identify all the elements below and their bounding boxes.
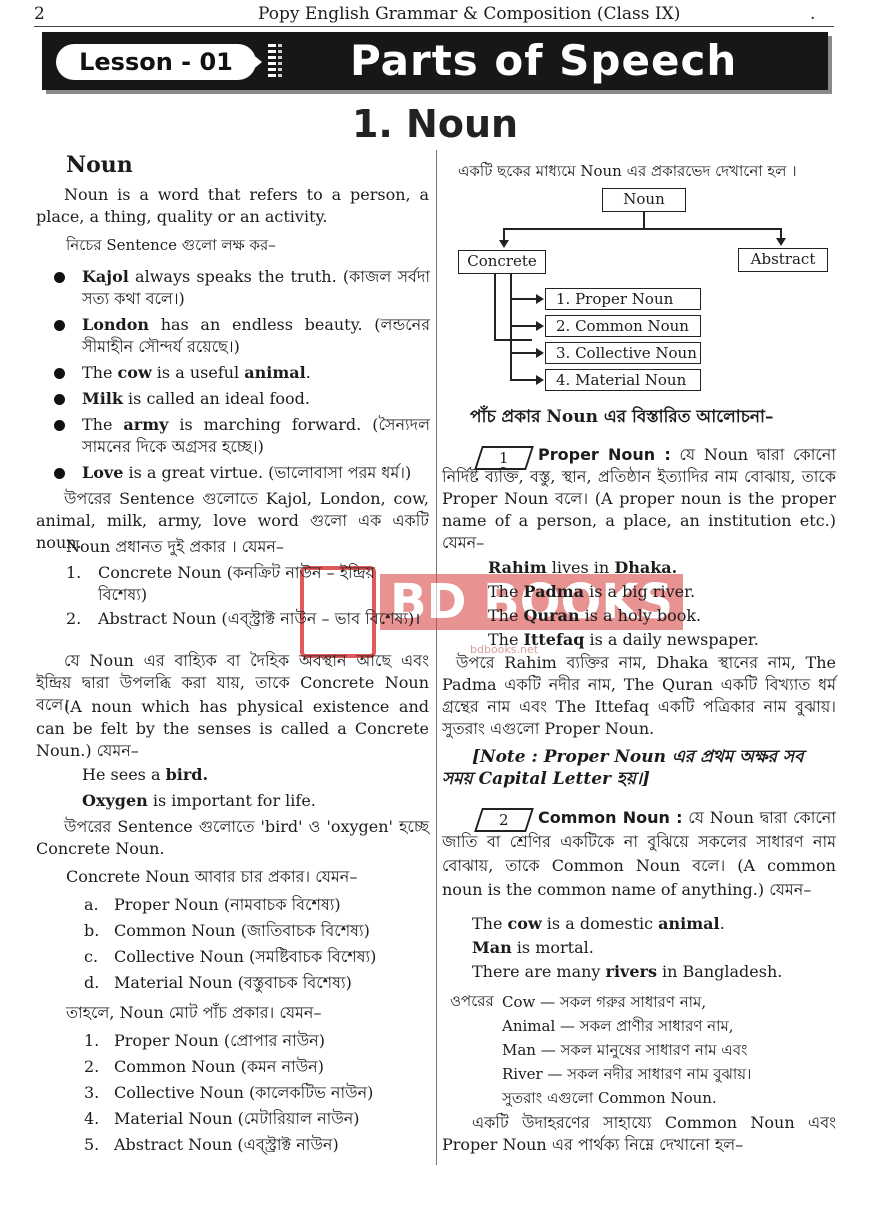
example-2: Oxygen is important for life. (82, 791, 316, 810)
list-item: 5.Abstract Noun (এব্স্ট্রাক্ট নাউন) (84, 1135, 339, 1154)
list-item: 2.Common Noun (কমন নাউন) (84, 1057, 324, 1076)
watermark-url: bdbooks.net (470, 643, 539, 656)
list-item: The cow is a useful animal. (54, 362, 430, 384)
example-line: There are many rivers in Bangladesh. (472, 962, 783, 981)
list-item: c.Collective Noun (সমষ্টিবাচক বিশেষ্য) (84, 947, 377, 966)
tree-root: Noun (602, 188, 686, 212)
meaning-line: River — সকল নদীর সাধারণ নাম বুঝায়। (502, 1065, 752, 1083)
example-line: Rahim lives in Dhaka. (488, 558, 678, 577)
arrow-down-icon (499, 240, 509, 248)
tree-leaf: 1. Proper Noun (545, 288, 701, 310)
arrow-right-icon (536, 375, 544, 385)
list-item: The army is marching forward. (সৈন্যদল স… (54, 415, 430, 456)
list-item: a.Proper Noun (নামবাচক বিশেষ্য) (84, 895, 341, 914)
proper-noun-title: Proper Noun : (538, 445, 671, 464)
proper-noun-definition: Proper Noun : যে Noun দ্বারা কোনো নির্দি… (442, 445, 836, 552)
types-list: 1.Concrete Noun (কনক্রিট নাউন – ইন্দ্রিয… (66, 562, 429, 630)
list-item: 2.Abstract Noun (এব্স্ট্রাক্ট নাউন – ভাব… (66, 609, 421, 628)
concrete-definition-en: (A noun which has physical existence and… (36, 697, 429, 760)
all-types-list: 1.Proper Noun (প্রোপার নাউন) 2.Common No… (84, 1030, 429, 1156)
meaning-line: Man — সকল মানুষের সাধারণ নাম এবং (502, 1041, 748, 1059)
proper-examples: Rahim lives in Dhaka. The Padma is a big… (488, 556, 836, 652)
example-line: Man is mortal. (472, 938, 594, 957)
list-item: 4.Material Noun (মেটারিয়াল নাউন) (84, 1109, 360, 1128)
page-number: 2 (34, 4, 45, 24)
tree-line (503, 228, 505, 242)
tree-line (511, 325, 537, 327)
column-divider (436, 150, 437, 1165)
list-item: b.Common Noun (জাতিবাচক বিশেষ্য) (84, 921, 370, 940)
list-item: Kajol always speaks the truth. (কাজল সর্… (54, 267, 430, 308)
tree-line (511, 352, 537, 354)
header-rule (34, 26, 834, 27)
section-heading: Noun (66, 152, 133, 178)
common-closing: একটি উদাহরণের সাহায্যে Common Noun এবং P… (442, 1113, 836, 1154)
list-item: Milk is called an ideal food. (54, 388, 430, 410)
watermark: BD BOOKS (380, 574, 684, 630)
example-line: The Ittefaq is a daily newspaper. (488, 630, 759, 649)
dotted-separator-2 (278, 44, 282, 80)
tree-concrete: Concrete (458, 250, 546, 274)
common-examples: The cow is a domestic animal. Man is mor… (472, 912, 836, 984)
meaning-line: সুতরাং এগুলো Common Noun. (502, 1089, 717, 1107)
common-noun-definition: Common Noun : যে Noun দ্বারা কোনো জাতি ব… (442, 808, 836, 899)
example-line: The cow is a domestic animal. (472, 914, 725, 933)
proper-note: [Note : Proper Noun এর প্রথম অক্ষর সব সম… (442, 747, 804, 789)
meaning-line: Cow — সকল গরুর সাধারণ নাম, (502, 993, 707, 1011)
example-summary: উপরের Sentence গুলোতে 'bird' ও 'oxygen' … (36, 817, 429, 858)
two-types-intro: Noun প্রধানত দুই প্রকার । যেমন– (66, 537, 284, 556)
five-types-intro: তাহলে, Noun মোট পাঁচ প্রকার। যেমন– (66, 1003, 322, 1022)
tree-line (511, 298, 537, 300)
arrow-right-icon (536, 294, 544, 304)
list-item: d.Material Noun (বস্তুবাচক বিশেষ্য) (84, 973, 352, 992)
tree-line (510, 273, 512, 381)
observe-text: নিচের Sentence গুলো লক্ষ কর– (66, 236, 276, 254)
proper-summary: উপরে Rahim ব্যক্তির নাম, Dhaka স্থানের ন… (442, 653, 836, 738)
concrete-types-list: a.Proper Noun (নামবাচক বিশেষ্য) b.Common… (84, 894, 429, 994)
discussion-heading: পাঁচ প্রকার Noun এর বিস্তারিত আলোচনা– (470, 407, 774, 427)
lesson-title: Parts of Speech (350, 36, 738, 85)
common-meanings: Cow — সকল গরুর সাধারণ নাম, Animal — সকল … (502, 990, 836, 1110)
tree-leaf: 3. Collective Noun (545, 342, 701, 364)
lesson-label: Lesson - 01 (56, 44, 256, 80)
list-item: Love is a great virtue. (ভালোবাসা পরম ধর… (54, 462, 430, 484)
list-item: 3.Collective Noun (কালেকটিভ নাউন) (84, 1083, 374, 1102)
tree-line (494, 339, 532, 341)
book-logo-icon (300, 566, 376, 658)
four-types-intro: Concrete Noun আবার চার প্রকার। যেমন– (66, 867, 358, 886)
list-item: London has an endless beauty. (লন্ডনের স… (54, 315, 430, 356)
tree-line (503, 228, 781, 230)
arrow-right-icon (536, 348, 544, 358)
tree-line (780, 228, 782, 240)
tree-intro: একটি ছকের মাধ্যমে Noun এর প্রকারভেদ দেখা… (458, 162, 797, 180)
tree-abstract: Abstract (738, 248, 828, 272)
tree-leaf: 4. Material Noun (545, 369, 701, 391)
arrow-right-icon (536, 321, 544, 331)
example-line: The Quran is a holy book. (488, 606, 702, 625)
tree-line (643, 211, 645, 229)
tree-line (511, 379, 537, 381)
list-item: 1.Concrete Noun (কনক্রিট নাউন – ইন্দ্রিয… (66, 563, 375, 604)
example-line: The Padma is a big river. (488, 582, 696, 601)
noun-summary: উপরের Sentence গুলোতে Kajol, London, cow… (36, 489, 429, 552)
arrow-down-icon (776, 238, 786, 246)
concrete-definition-bn: যে Noun এর বাহ্যিক বা দৈহিক অবস্থান আছে … (36, 651, 429, 714)
list-item: 1.Proper Noun (প্রোপার নাউন) (84, 1031, 325, 1050)
above-label: ওপরের (450, 992, 494, 1010)
chapter-title: 1. Noun (351, 102, 519, 146)
bullet-list: Kajol always speaks the truth. (কাজল সর্… (54, 266, 430, 484)
common-noun-title: Common Noun : (538, 808, 683, 827)
meaning-line: Animal — সকল প্রাণীর সাধারণ নাম, (502, 1017, 734, 1035)
tree-leaf: 2. Common Noun (545, 315, 701, 337)
book-title: Popy English Grammar & Composition (Clas… (258, 4, 681, 24)
tree-line (494, 273, 496, 340)
pill-arrow-icon (250, 52, 262, 72)
noun-definition: Noun is a word that refers to a person, … (36, 185, 429, 226)
dotted-separator (268, 44, 276, 80)
header-dot: . (810, 4, 816, 24)
example-1: He sees a bird. (82, 765, 209, 784)
